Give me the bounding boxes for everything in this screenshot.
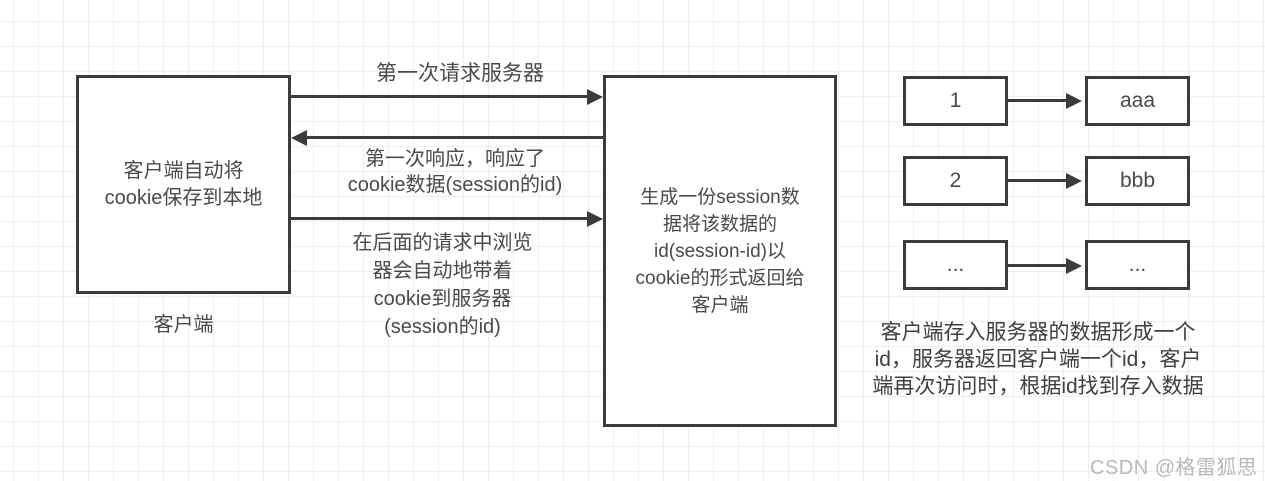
session-data-node-2: bbb [1085, 156, 1190, 206]
session-id-node-more: ... [903, 240, 1008, 290]
session-data-node-1: aaa [1085, 76, 1190, 126]
mapping-arrow-line-1 [1007, 99, 1067, 102]
session-explanation-note: 客户端存入服务器的数据形成一个 id，服务器返回客户端一个id，客户 端再次访问… [872, 321, 1204, 398]
first-response-label: 第一次响应，响应了 cookie数据(session的id) [347, 148, 563, 196]
client-caption: 客户端 [153, 314, 214, 336]
first-response-arrowhead-icon [291, 130, 307, 146]
mapping-arrowhead-icon-3 [1066, 258, 1082, 274]
session-data-node-more: ... [1085, 240, 1190, 290]
server-node: 生成一份session数 据将该数据的 id(session-id)以 cook… [603, 75, 837, 427]
csdn-watermark: CSDN @格雷狐思 [1090, 457, 1258, 479]
subsequent-request-arrowhead-icon [587, 211, 603, 227]
session-id-node-1: 1 [903, 76, 1008, 126]
first-response-arrow-line [306, 136, 603, 139]
subsequent-request-label: 在后面的请求中浏览 器会自动地带着 cookie到服务器 (session的id… [352, 232, 533, 338]
mapping-arrowhead-icon-1 [1066, 93, 1082, 109]
mapping-arrow-line-3 [1007, 264, 1067, 267]
subsequent-request-arrow-line [291, 217, 588, 220]
first-request-label: 第一次请求服务器 [376, 62, 544, 85]
mapping-arrowhead-icon-2 [1066, 173, 1082, 189]
session-id-node-2: 2 [903, 156, 1008, 206]
mapping-arrow-line-2 [1007, 179, 1067, 182]
first-request-arrowhead-icon [587, 89, 603, 105]
client-node: 客户端自动将 cookie保存到本地 [76, 75, 291, 294]
first-request-arrow-line [291, 95, 588, 98]
